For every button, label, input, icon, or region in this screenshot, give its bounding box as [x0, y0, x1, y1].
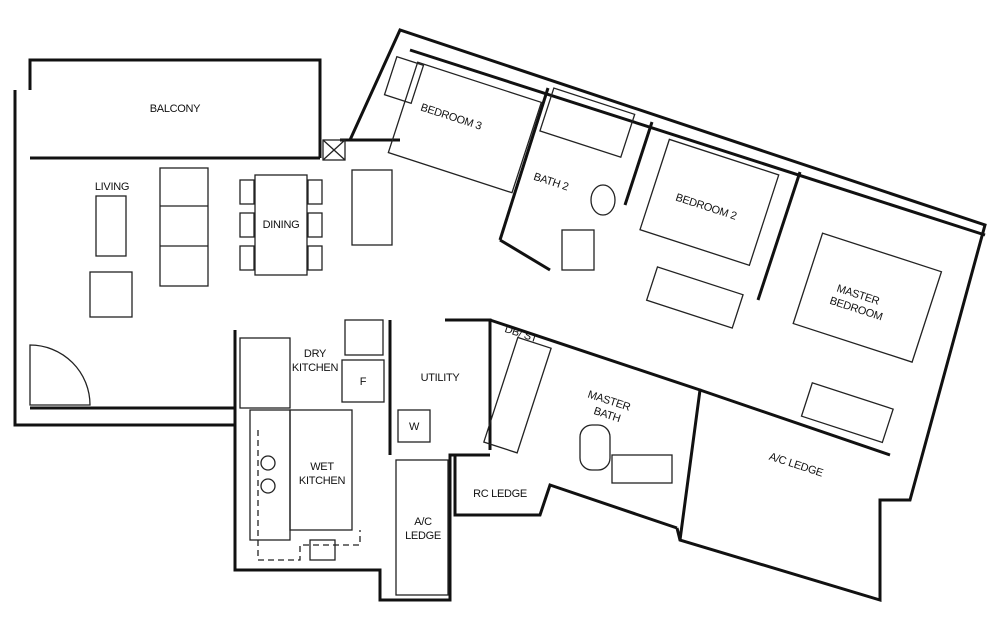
label-rc-ledge: RC LEDGE	[473, 488, 527, 500]
label-bedroom-2: BEDROOM 2	[674, 192, 738, 223]
label-wet-kitchen: WET	[310, 461, 334, 473]
label-ac-ledge-left-2: LEDGE	[405, 530, 441, 542]
label-bedroom-3: BEDROOM 3	[419, 102, 483, 133]
label-dry-kitchen: DRY	[304, 348, 327, 360]
label-db-st: DB/ ST	[503, 323, 539, 345]
label-fridge: F	[360, 376, 367, 388]
label-living: LIVING	[95, 181, 129, 193]
furniture	[29, 55, 943, 596]
label-dining: DINING	[263, 219, 300, 231]
label-wet-kitchen-2: KITCHEN	[299, 475, 346, 487]
label-balcony: BALCONY	[150, 103, 201, 115]
label-dry-kitchen-2: KITCHEN	[292, 362, 339, 374]
label-ac-ledge-right: A/C LEDGE	[767, 451, 824, 480]
label-washer: W	[409, 421, 420, 433]
walls	[13, 28, 987, 603]
label-ac-ledge-left: A/C	[414, 516, 432, 528]
label-utility: UTILITY	[421, 372, 461, 384]
label-bath-2: BATH 2	[532, 171, 570, 194]
